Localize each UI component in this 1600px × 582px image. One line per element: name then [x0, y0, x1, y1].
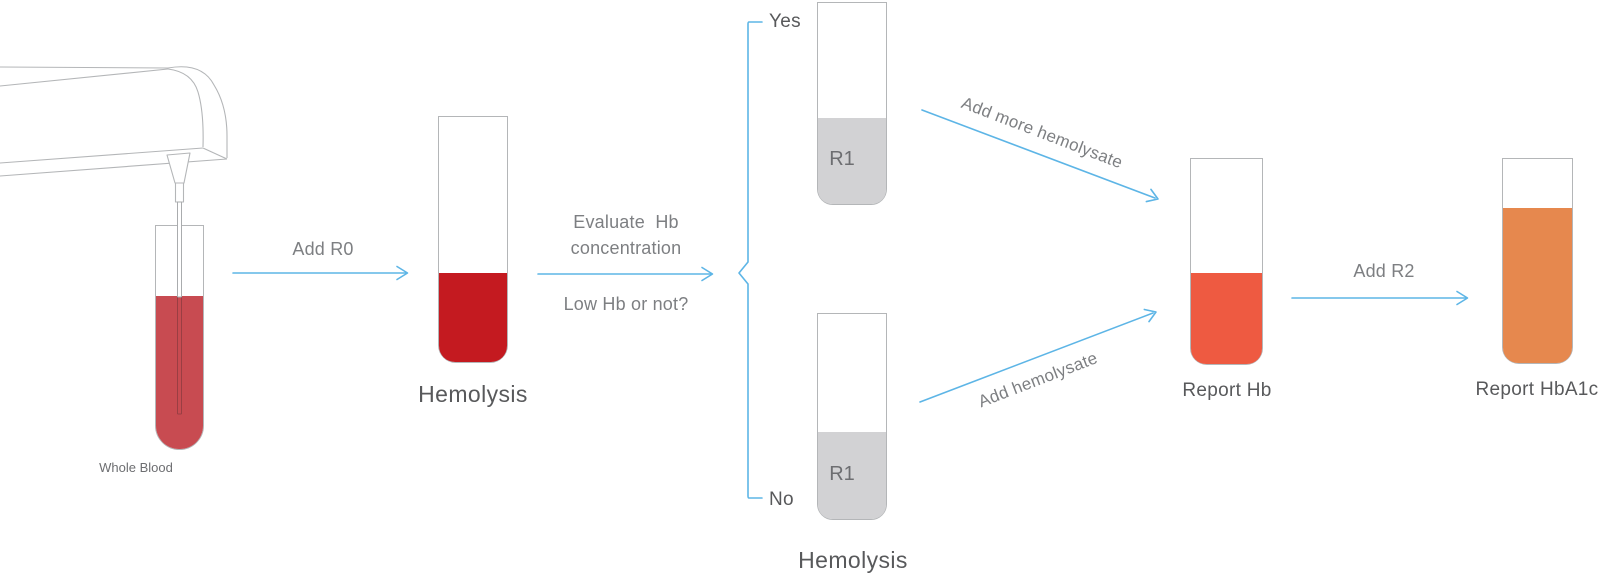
- report-hba1c-liquid: [1503, 208, 1572, 363]
- evaluate-hb-label: Evaluate Hb: [573, 212, 679, 232]
- report-hb-liquid: [1191, 273, 1262, 364]
- evaluate-arrow: [537, 266, 714, 282]
- whole-blood-tube: [155, 225, 204, 450]
- yes-branch-label: Yes: [769, 11, 801, 32]
- reagent-dispenser-arm-icon: [0, 66, 228, 177]
- hemolysis-caption: Hemolysis: [418, 381, 528, 407]
- r1-bottom-tube: [817, 313, 887, 520]
- whole-blood-liquid: [156, 296, 203, 449]
- add-r2-arrow: [1291, 290, 1469, 306]
- report-hba1c-caption: Report HbA1c: [1475, 379, 1599, 400]
- yes-no-branch-brace: [738, 21, 763, 499]
- report-hb-caption: Report Hb: [1182, 380, 1272, 401]
- whole-blood-caption: Whole Blood: [99, 460, 173, 475]
- add-more-hemolysate-label: Add more hemolysate: [958, 93, 1126, 173]
- no-branch-label: No: [769, 489, 794, 510]
- r1-top-liquid: [818, 118, 886, 204]
- report-hb-tube: [1190, 158, 1263, 365]
- hemolysis-liquid: [439, 273, 507, 362]
- r1-top-inner-label: R1: [829, 148, 855, 170]
- add-r0-arrow: [232, 265, 409, 281]
- hemolysis-tube: [438, 116, 508, 363]
- r1-bottom-liquid: [818, 432, 886, 519]
- concentration-label: concentration: [570, 238, 682, 258]
- add-r0-label: Add R0: [292, 239, 354, 259]
- add-r2-label: Add R2: [1353, 261, 1415, 281]
- report-hba1c-tube: [1502, 158, 1573, 364]
- add-hemolysate-label: Add hemolysate: [975, 348, 1101, 412]
- hemolysis-2-caption: Hemolysis: [798, 547, 908, 573]
- r1-bottom-inner-label: R1: [829, 463, 855, 485]
- low-hb-question-label: Low Hb or not?: [563, 294, 689, 314]
- r1-top-tube: [817, 2, 887, 205]
